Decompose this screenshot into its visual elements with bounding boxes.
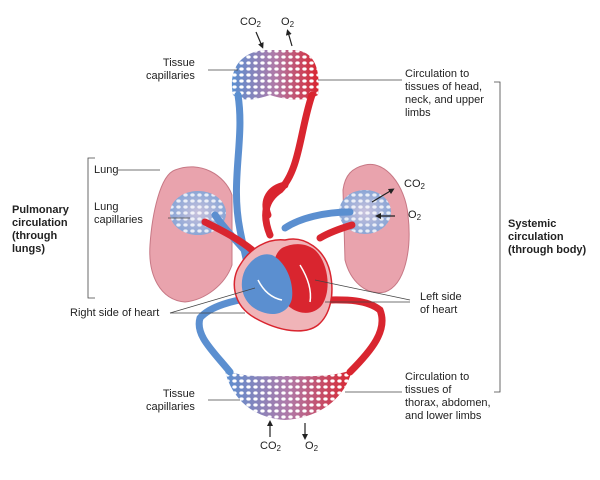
- tissue-capillaries-bottom: [225, 370, 352, 420]
- tissue-capillaries-top: [231, 50, 319, 100]
- lung-label: Lung: [94, 164, 119, 176]
- leader-lines: [87, 69, 501, 401]
- co2-top-label: CO2: [240, 16, 261, 29]
- tissue-capillaries-top-label: Tissue capillaries: [146, 57, 195, 82]
- tissue-capillaries-bottom-label: Tissue capillaries: [146, 388, 195, 413]
- gas-arrows: [255, 29, 395, 440]
- heart: [233, 238, 333, 332]
- right-side-heart-label: Right side of heart: [70, 307, 160, 319]
- o2-top-label: O2: [281, 16, 295, 29]
- co2-bottom-label: CO2: [260, 440, 281, 453]
- co2-right-label: CO2: [404, 178, 425, 191]
- circulation-lower-label: Circulation to tissues of thorax, abdome…: [405, 371, 491, 422]
- lung-capillaries-label: Lung capillaries: [94, 201, 143, 226]
- oxygenated-vessels: [201, 91, 386, 376]
- o2-bottom-label: O2: [305, 440, 319, 453]
- pulmonary-circulation-label: Pulmonary circulation (through lungs): [12, 204, 69, 255]
- left-lung: [149, 166, 233, 303]
- o2-right-label: O2: [408, 209, 422, 222]
- circulation-head-label: Circulation to tissues of head, neck, an…: [405, 68, 484, 119]
- systemic-circulation-label: Systemic circulation (through body): [508, 218, 587, 256]
- left-side-heart-label: Left side of heart: [420, 291, 462, 316]
